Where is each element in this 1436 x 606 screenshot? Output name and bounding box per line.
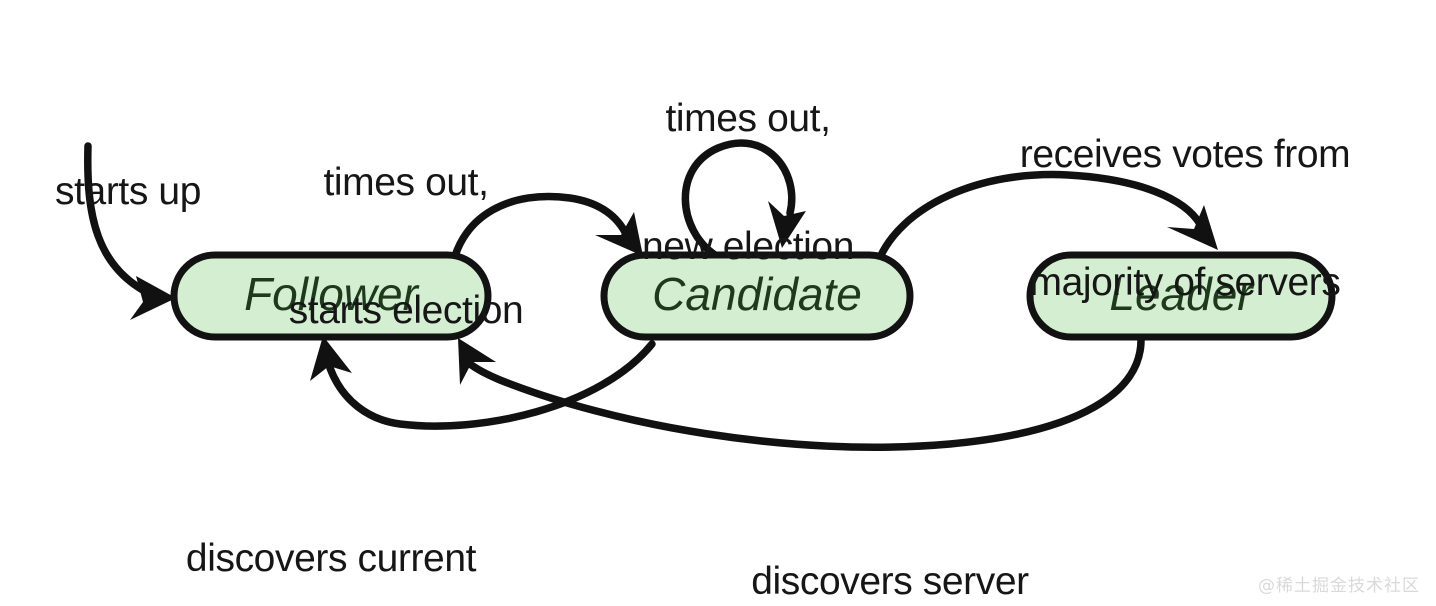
- edge-label-starts-up: starts up: [18, 85, 238, 299]
- edge-candidate-to-leader-arrowhead: [1167, 205, 1218, 250]
- state-node-follower-label: Follower: [244, 268, 420, 320]
- state-node-leader-shape[interactable]: [1026, 251, 1336, 341]
- edge-label-receives-votes-line1: receives votes from: [1019, 132, 1351, 176]
- edge-start-to-follower-arrowhead: [130, 276, 176, 320]
- edge-label-times-out-new-election: times out, new election: [598, 12, 898, 355]
- edge-label-receives-votes: receives votes from majority of servers: [950, 48, 1420, 391]
- edge-label-times-out-starts-election: times out, starts election: [236, 76, 576, 419]
- edge-label-discovers-current-leader: discovers current leader or new term: [96, 452, 566, 606]
- edge-candidate-to-follower-arrowhead: [310, 336, 352, 381]
- edge-label-times-out-starts-election-line2: starts election: [288, 289, 524, 333]
- edge-leader-to-follower-arrowhead: [458, 338, 496, 385]
- edge-leader-to-follower: [458, 336, 1145, 451]
- edge-label-starts-up-line1: starts up: [55, 169, 201, 213]
- state-node-follower-shape[interactable]: [170, 251, 492, 341]
- edge-label-discovers-current-leader-line1: discovers current: [185, 536, 477, 580]
- state-node-leader[interactable]: Leader: [1026, 251, 1336, 341]
- edge-label-times-out-new-election-line1: times out,: [665, 96, 831, 140]
- edge-candidate-self-loop: [681, 139, 806, 259]
- state-node-candidate[interactable]: Candidate: [600, 251, 914, 341]
- edge-label-receives-votes-line2: majority of servers: [1029, 261, 1341, 305]
- edge-follower-to-candidate-arrowhead: [595, 212, 643, 256]
- state-node-candidate-label: Candidate: [652, 268, 862, 320]
- edge-candidate-to-leader: [874, 170, 1218, 266]
- edge-candidate-self-loop-arrowhead: [768, 201, 806, 248]
- edge-candidate-to-follower: [310, 336, 656, 430]
- edge-label-times-out-starts-election-line1: times out,: [323, 160, 489, 204]
- watermark-text: @稀土掘金技术社区: [1258, 576, 1420, 596]
- edge-follower-to-candidate-path: [448, 192, 629, 272]
- edge-candidate-to-leader-path: [874, 170, 1204, 266]
- edge-candidate-to-follower-path: [326, 340, 656, 430]
- state-node-follower[interactable]: Follower: [170, 251, 492, 341]
- edge-start-to-follower: [84, 142, 176, 320]
- edge-label-times-out-new-election-line2: new election: [641, 225, 854, 269]
- state-node-leader-label: Leader: [1109, 268, 1254, 320]
- edge-leader-to-follower-path: [466, 336, 1145, 451]
- edge-follower-to-candidate: [448, 192, 643, 272]
- edge-label-discovers-server-higher-term-line1: discovers server: [751, 559, 1029, 603]
- edge-candidate-self-loop-path: [681, 139, 796, 259]
- edge-label-discovers-server-higher-term: discovers server with higher term: [690, 475, 1090, 606]
- edge-start-to-follower-path: [84, 142, 156, 299]
- state-node-candidate-shape[interactable]: [600, 251, 914, 341]
